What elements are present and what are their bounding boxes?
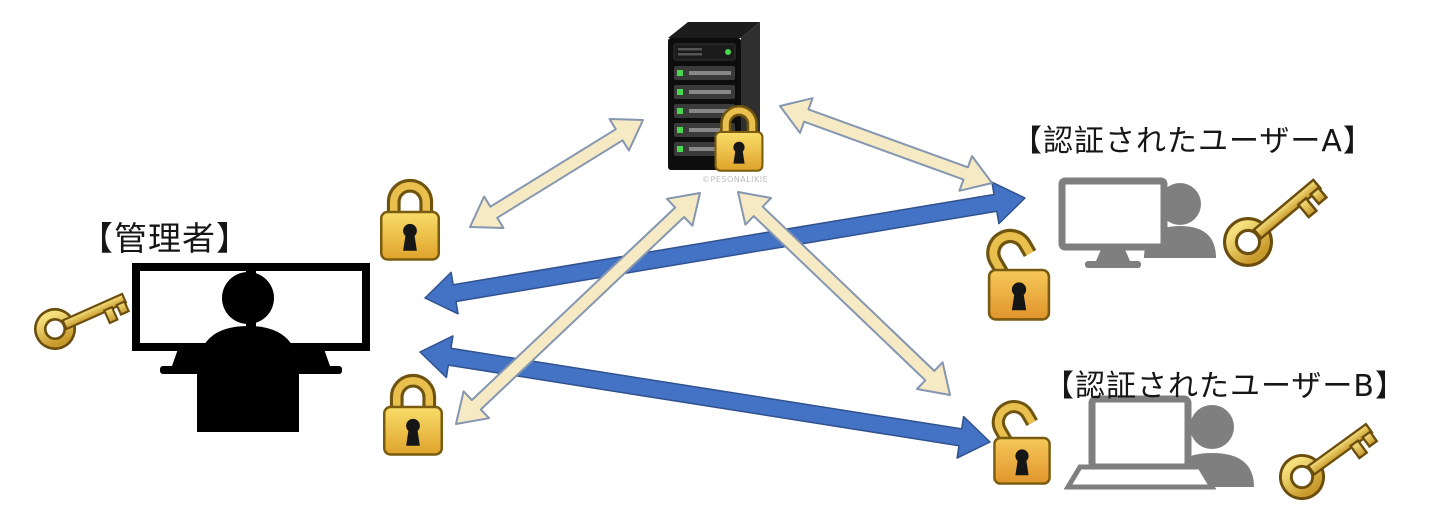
key-icon-admin	[36, 285, 131, 351]
arrow-admin-user_a	[424, 181, 1026, 315]
key-icon-user-a	[1223, 171, 1329, 269]
user-b-laptop-icon	[1063, 395, 1254, 490]
user-a-label: 【認証されたユーザーA】	[1012, 124, 1374, 159]
user-b-person-head	[1190, 405, 1234, 449]
padlock-open-icon-user-a	[987, 230, 1049, 320]
key-icon-user-b	[1280, 415, 1380, 501]
arrows-layer	[419, 97, 1026, 459]
arrow-server-user_b	[737, 191, 951, 396]
arrow-server-user_a	[779, 97, 993, 192]
arrow-admin-user_b	[419, 335, 991, 459]
admin-label: 【管理者】	[80, 219, 250, 258]
padlock-closed-icon-admin-lower	[384, 381, 442, 455]
admin-workstation-icon	[132, 263, 370, 432]
arrow-admin-server-upper	[469, 118, 644, 229]
server-drive-bays	[674, 66, 735, 156]
server-icon	[668, 22, 760, 170]
watermark-text: ©PESONALIKIE	[702, 175, 769, 184]
user-a-person-head	[1159, 183, 1201, 225]
user-b-label: 【認証されたユーザーB】	[1044, 369, 1406, 404]
arrow-server-admin-lower	[455, 192, 701, 425]
server-top-panel	[673, 43, 736, 61]
admin-person-body	[197, 326, 299, 432]
padlock-open-icon-user-b	[993, 401, 1050, 484]
padlock-closed-icon-admin-upper	[381, 186, 439, 260]
user-a-desktop-icon	[1058, 177, 1216, 268]
admin-person-head	[222, 272, 274, 324]
